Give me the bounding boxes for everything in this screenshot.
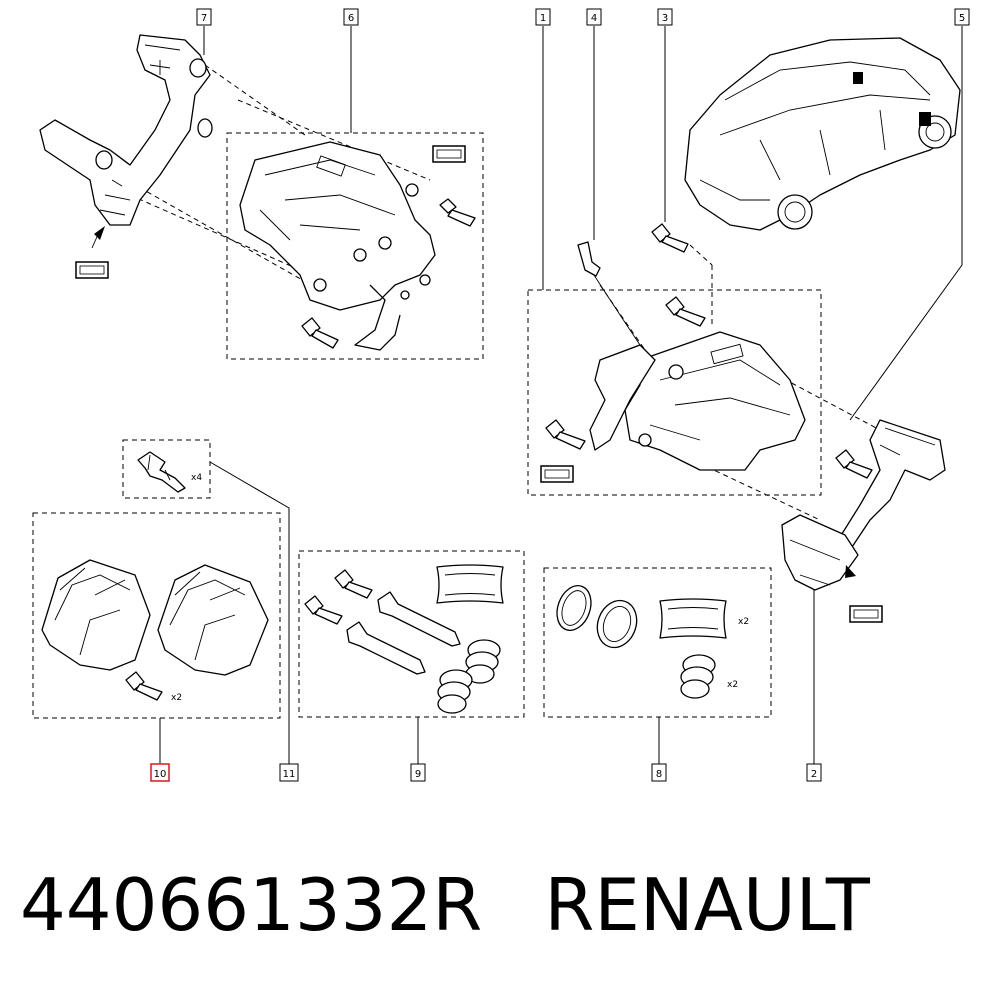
caliper-right[interactable] bbox=[545, 296, 806, 471]
group-frame-6 bbox=[226, 132, 484, 360]
group-frame-1 bbox=[527, 289, 822, 496]
callout-8-label: 8 bbox=[656, 769, 662, 780]
pad-bolt bbox=[125, 671, 163, 701]
part-number: 440661332R bbox=[20, 863, 483, 947]
group-frame-10 bbox=[32, 512, 281, 719]
brand-name: RENAULT bbox=[544, 863, 870, 947]
kit9-boot-bottom bbox=[437, 669, 473, 714]
callout-6-label: 6 bbox=[348, 13, 354, 24]
kit9-pin-top bbox=[377, 591, 461, 647]
note-tags bbox=[75, 145, 883, 623]
callout-9[interactable]: 9 bbox=[410, 763, 426, 782]
group-frame-11 bbox=[122, 439, 211, 499]
callout-7-label: 7 bbox=[201, 13, 207, 24]
callout-11-label: 11 bbox=[283, 769, 296, 780]
callout-5-label: 5 bbox=[959, 13, 965, 24]
seal-kit-8[interactable]: x2 x2 bbox=[551, 581, 749, 699]
callout-2-label: 2 bbox=[811, 769, 817, 780]
callout-8[interactable]: 8 bbox=[651, 763, 667, 782]
callout-11[interactable]: 11 bbox=[279, 763, 299, 782]
callout-9-label: 9 bbox=[415, 769, 421, 780]
callout-5[interactable]: 5 bbox=[954, 8, 970, 26]
bracket-2[interactable] bbox=[781, 514, 859, 591]
brake-pads-10[interactable]: x2 bbox=[41, 559, 269, 703]
boots-qty: x2 bbox=[727, 680, 738, 690]
caliper-left-bolt-bottom bbox=[301, 317, 339, 349]
caliper-right-bolt-top bbox=[665, 296, 706, 327]
kit9-grease-packet bbox=[436, 564, 504, 604]
kit8-grease-packet bbox=[659, 598, 727, 639]
kit9-boot-top bbox=[465, 639, 501, 684]
guide-pin-kit-9[interactable] bbox=[304, 564, 504, 714]
group-frame-9 bbox=[298, 550, 525, 718]
wear-sensor[interactable] bbox=[577, 241, 641, 346]
caliper-right-bolt-bottom bbox=[545, 419, 586, 450]
caliper-carrier-left[interactable] bbox=[39, 34, 213, 249]
caliper-carrier-right[interactable] bbox=[834, 419, 946, 551]
footer-caption: 440661332R RENAULT bbox=[20, 860, 870, 950]
callout-4[interactable]: 4 bbox=[586, 8, 602, 26]
callout-1[interactable]: 1 bbox=[535, 8, 551, 26]
clips-11[interactable]: x4 bbox=[137, 451, 202, 493]
callout-3-label: 3 bbox=[662, 13, 668, 24]
kit9-bolt-top bbox=[334, 569, 373, 599]
callout-6[interactable]: 6 bbox=[343, 8, 359, 26]
car-illustration bbox=[684, 37, 961, 231]
pad-bolts-qty: x2 bbox=[171, 693, 182, 703]
kit9-bolt-mid bbox=[304, 595, 343, 625]
callout-7[interactable]: 7 bbox=[196, 8, 212, 26]
leader-lines bbox=[99, 26, 963, 764]
seal-packet-qty: x2 bbox=[738, 617, 749, 627]
callout-3[interactable]: 3 bbox=[657, 8, 673, 26]
clips-qty: x4 bbox=[191, 473, 202, 483]
caliper-left-bolt-top bbox=[439, 198, 476, 227]
callout-4-label: 4 bbox=[591, 13, 597, 24]
callout-2[interactable]: 2 bbox=[806, 763, 822, 782]
caliper-left[interactable] bbox=[239, 141, 476, 351]
callout-1-label: 1 bbox=[540, 13, 546, 24]
bolt-5 bbox=[835, 449, 873, 479]
callout-10[interactable]: 10 bbox=[150, 763, 170, 782]
group-frame-8 bbox=[543, 567, 772, 718]
bolt-3[interactable] bbox=[651, 223, 689, 253]
kit9-pin-bottom bbox=[346, 621, 426, 675]
kit8-boot bbox=[680, 654, 716, 699]
callout-10-label: 10 bbox=[154, 769, 167, 780]
